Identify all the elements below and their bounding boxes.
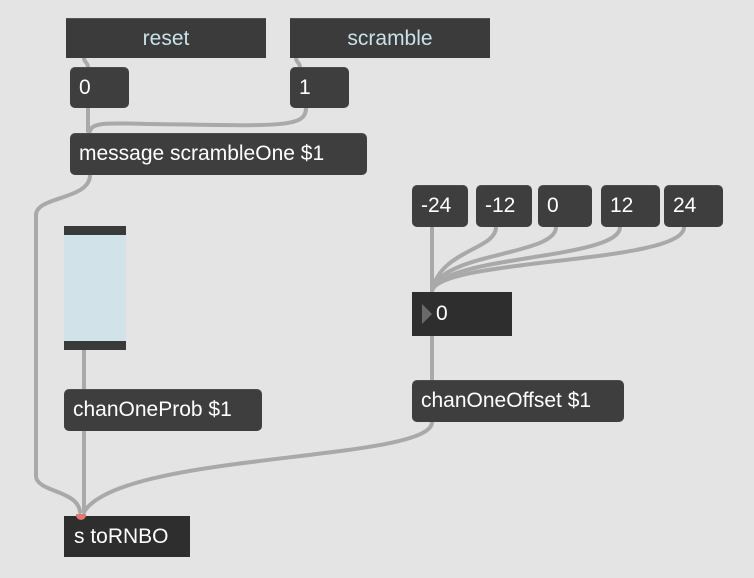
message-offset-minus-12[interactable]: -12: [476, 185, 532, 227]
offset-minus-12-label: -12: [485, 194, 516, 217]
message-offset-24[interactable]: 24: [664, 185, 723, 227]
message-chan-one-prob[interactable]: chanOneProb $1: [64, 389, 262, 431]
cord-offset-to-send: [82, 420, 434, 514]
send-object-label: s toRNBO: [74, 524, 169, 548]
message-chan-one-offset-label: chanOneOffset $1: [421, 389, 592, 412]
cord-24-to-num: [430, 225, 686, 293]
cord-m12-to-num: [430, 225, 498, 293]
message-zero[interactable]: 0: [70, 67, 129, 108]
message-one-label: 1: [299, 75, 311, 99]
cord-one-to-message: [88, 106, 308, 133]
scramble-button-label: scramble: [347, 26, 433, 50]
scramble-button[interactable]: scramble: [290, 18, 490, 58]
cord-z-to-num: [430, 225, 558, 293]
reset-button-label: reset: [142, 26, 190, 50]
message-scramble-one-label: message scrambleOne $1: [79, 142, 325, 165]
offset-number-box[interactable]: 0: [412, 292, 512, 336]
message-offset-minus-24[interactable]: -24: [412, 185, 468, 227]
probability-slider[interactable]: [64, 226, 126, 350]
send-object[interactable]: s toRNBO: [64, 516, 190, 557]
cord-12-to-num: [430, 225, 622, 293]
message-chan-one-offset[interactable]: chanOneOffset $1: [412, 380, 624, 422]
offset-minus-24-label: -24: [421, 194, 452, 217]
message-one[interactable]: 1: [290, 67, 349, 108]
message-scramble-one[interactable]: message scrambleOne $1: [70, 133, 367, 175]
message-chan-one-prob-label: chanOneProb $1: [73, 398, 232, 421]
number-box-arrow-icon: [422, 304, 432, 324]
message-offset-zero[interactable]: 0: [538, 185, 592, 227]
offset-zero-label: 0: [547, 194, 559, 217]
message-offset-12[interactable]: 12: [601, 185, 660, 227]
slider-knob[interactable]: [64, 341, 126, 350]
number-box-value: 0: [436, 302, 448, 325]
reset-button[interactable]: reset: [66, 18, 266, 58]
offset-24-label: 24: [673, 194, 697, 217]
send-inlet-icon[interactable]: [76, 514, 86, 520]
message-zero-label: 0: [79, 75, 91, 99]
slider-top-edge: [64, 226, 126, 235]
cord-reset-to-zero: [82, 56, 90, 69]
offset-12-label: 12: [610, 194, 634, 217]
cord-scramble-to-one: [294, 56, 302, 69]
